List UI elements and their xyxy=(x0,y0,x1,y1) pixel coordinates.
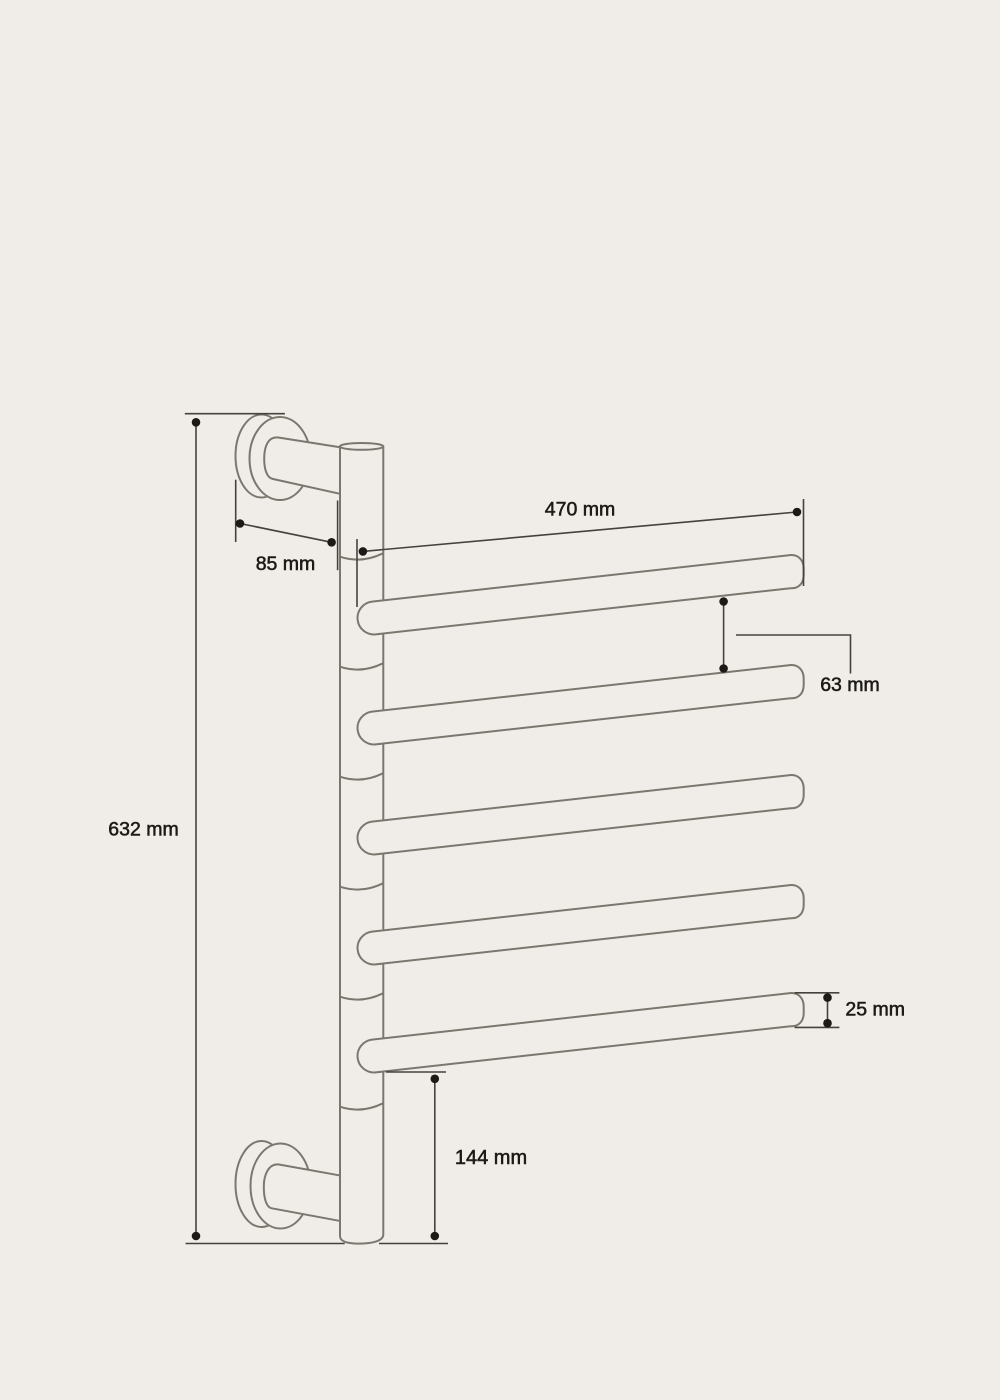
svg-text:85 mm: 85 mm xyxy=(256,553,316,575)
svg-text:470 mm: 470 mm xyxy=(545,499,615,521)
svg-text:144 mm: 144 mm xyxy=(455,1147,527,1169)
svg-text:63 mm: 63 mm xyxy=(820,674,880,696)
svg-text:25 mm: 25 mm xyxy=(845,999,905,1021)
svg-text:632 mm: 632 mm xyxy=(108,819,178,841)
